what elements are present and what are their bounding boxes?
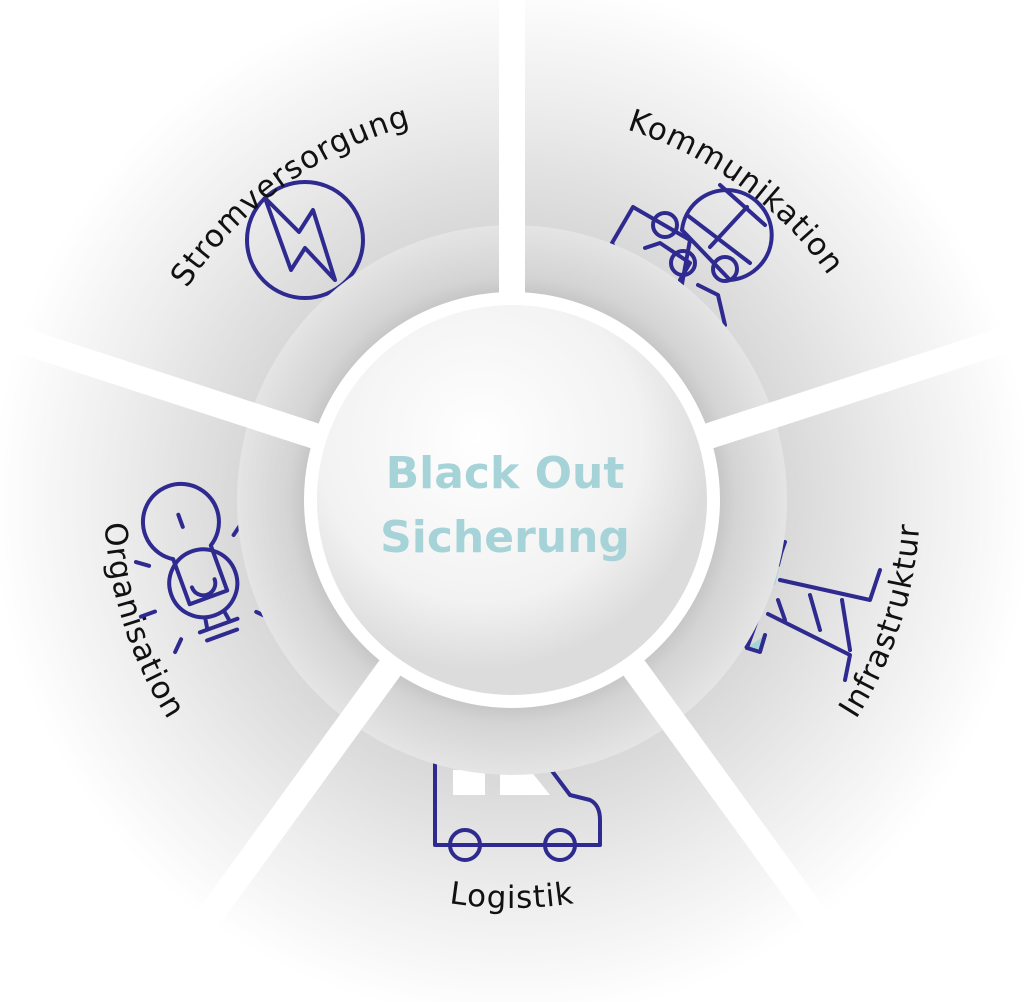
- segment-dividers: [0, 0, 1024, 953]
- divider-1: [698, 319, 1024, 451]
- lightning-icon: [245, 180, 365, 300]
- center-circle[interactable]: [317, 305, 707, 695]
- segment-label-text: Logistik: [448, 875, 575, 916]
- divider-4: [0, 319, 326, 451]
- center-title-line1: Black Out: [386, 448, 625, 499]
- segment-label-logistik: Logistik: [448, 875, 576, 916]
- car-icon: [433, 753, 602, 862]
- divider-2: [619, 654, 852, 961]
- center-title-line2: Sicherung: [380, 512, 630, 563]
- divider-3: [172, 654, 405, 961]
